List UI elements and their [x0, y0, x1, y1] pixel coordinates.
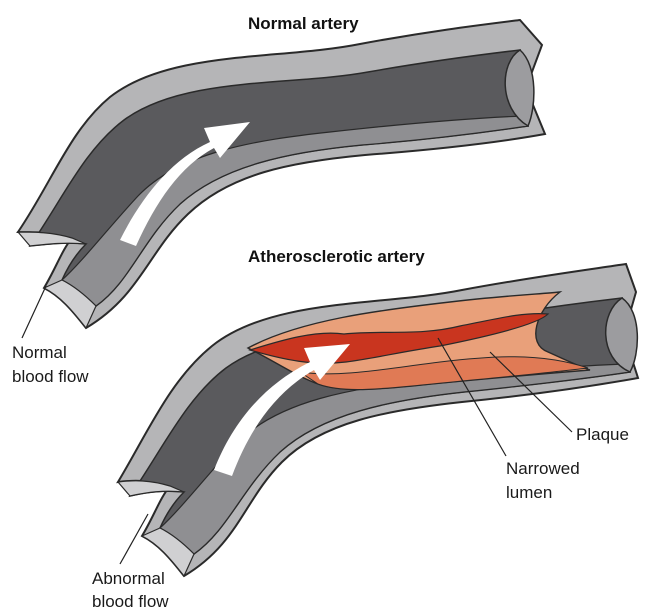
normal-flow-leader — [22, 286, 46, 338]
normal-flow-label-line2: blood flow — [12, 367, 89, 386]
abnormal-flow-leader — [120, 514, 148, 564]
abnormal-flow-label-line1: Abnormal — [92, 569, 165, 588]
abnormal-flow-label: Abnormal blood flow — [92, 569, 170, 611]
narrowed-lumen-label: Narrowed lumen — [506, 459, 584, 502]
normal-artery-title: Normal artery — [248, 14, 359, 33]
abnormal-flow-label-line2: blood flow — [92, 592, 169, 611]
normal-artery — [18, 20, 545, 328]
athero-artery-title: Atherosclerotic artery — [248, 247, 425, 266]
narrowed-lumen-label-line2: lumen — [506, 483, 552, 502]
plaque-label: Plaque — [576, 425, 629, 444]
narrowed-lumen-label-line1: Narrowed — [506, 459, 580, 478]
normal-flow-label: Normal blood flow — [12, 343, 89, 386]
normal-flow-label-line1: Normal — [12, 343, 67, 362]
